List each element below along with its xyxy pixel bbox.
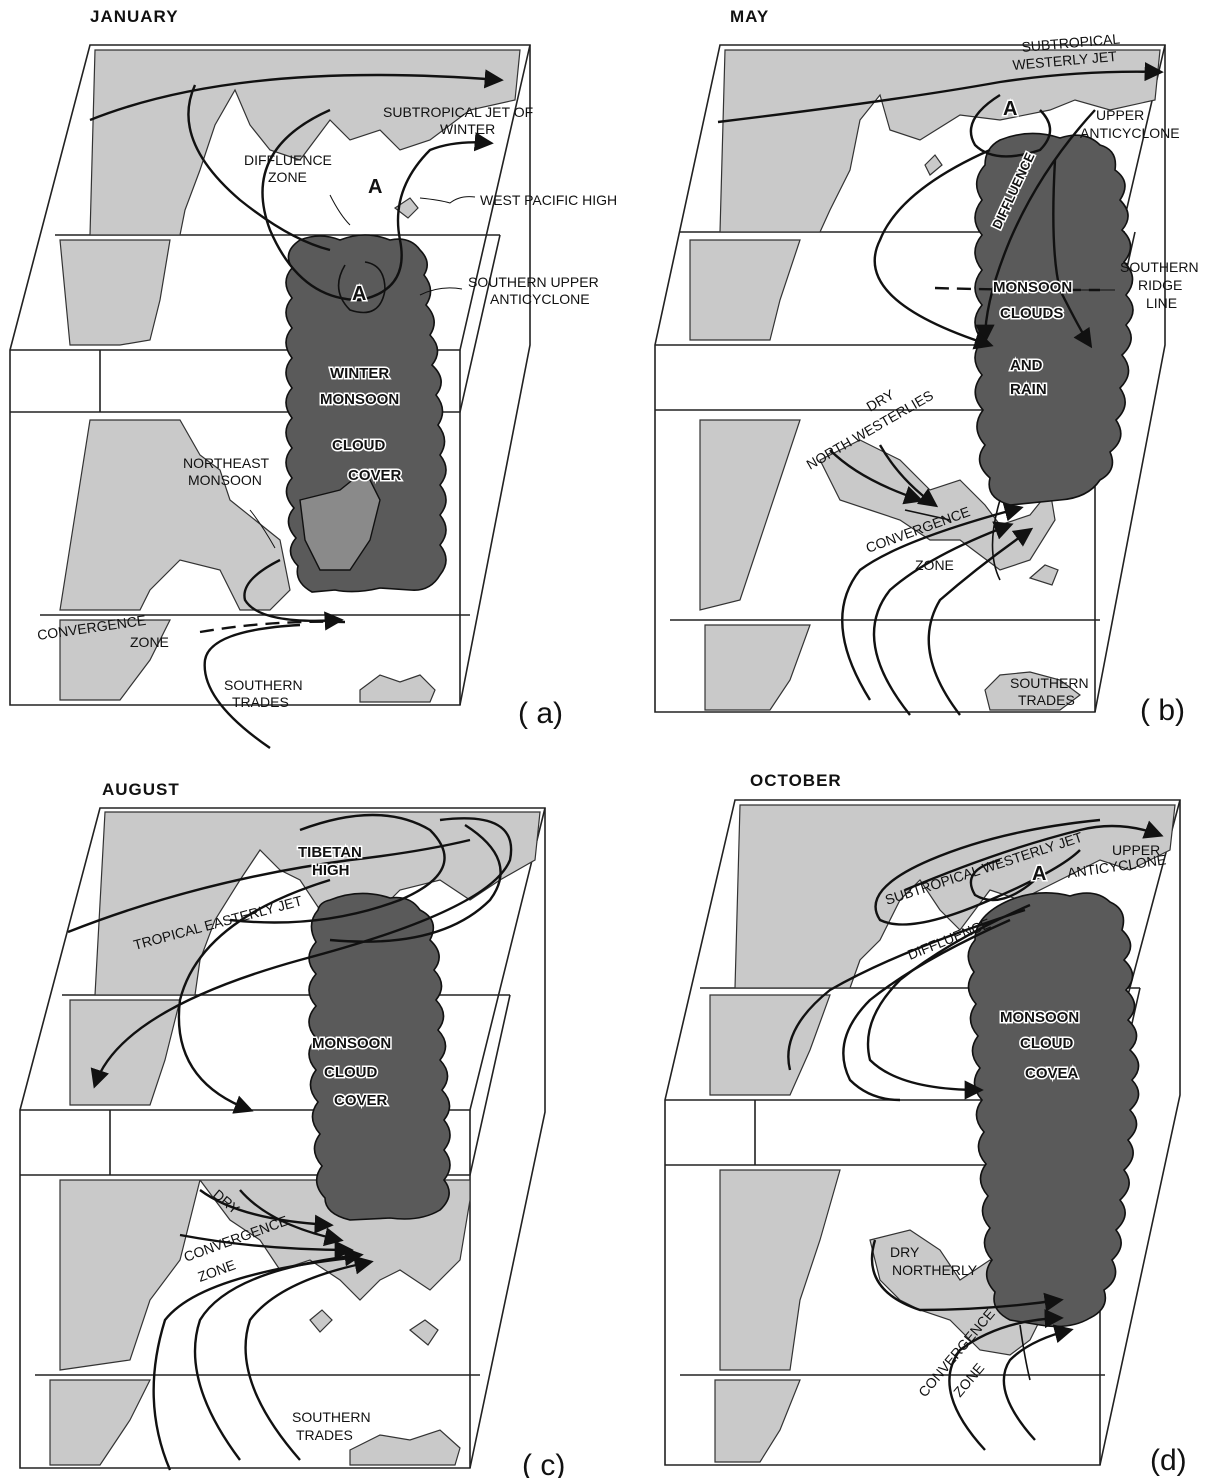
- panel-august: AUGUST: [20, 780, 565, 1478]
- label-southern-trades: SOUTHERN: [224, 677, 303, 693]
- label-southern-upper: SOUTHERN UPPER: [468, 274, 599, 290]
- label-high: HIGH: [312, 862, 350, 879]
- label-southern-trades: SOUTHERN: [1010, 675, 1089, 691]
- label-anticyclone-a-2: A: [352, 283, 366, 305]
- label-convergence-2: ZONE: [915, 557, 954, 573]
- label-west-pacific-high: WEST PACIFIC HIGH: [480, 192, 617, 208]
- label-cover: COVEA: [1025, 1065, 1079, 1082]
- panel-id-label: ( c): [522, 1449, 565, 1478]
- label-diffluence: DIFFLUENCE: [244, 152, 332, 168]
- panel-id-label: ( b): [1140, 694, 1185, 727]
- label-diffluence-2: ZONE: [268, 169, 307, 185]
- label-ridge: RIDGE: [1138, 277, 1182, 293]
- label-tibetan: TIBETAN: [298, 844, 362, 861]
- panel-may: MAY: [655, 7, 1199, 727]
- label-monsoon: MONSOON: [1000, 1009, 1079, 1026]
- label-cloud: CLOUD: [332, 437, 385, 454]
- label-southern: SOUTHERN: [1120, 259, 1199, 275]
- label-rain: RAIN: [1010, 381, 1047, 398]
- label-anticyclone: ANTICYCLONE: [1080, 125, 1180, 141]
- label-cover: COVER: [348, 467, 402, 484]
- label-clouds: CLOUDS: [1000, 305, 1063, 322]
- panel-id-label: ( a): [518, 697, 563, 730]
- label-southern-upper-2: ANTICYCLONE: [490, 291, 590, 307]
- label-southern-trades-2: TRADES: [1018, 692, 1075, 708]
- label-monsoon: MONSOON: [312, 1035, 391, 1052]
- label-cloud: CLOUD: [1020, 1035, 1073, 1052]
- label-subtropical-jet: SUBTROPICAL JET OF: [383, 104, 533, 120]
- label-anticyclone-a: A: [368, 176, 382, 198]
- label-southern-trades-2: TRADES: [296, 1427, 353, 1443]
- panel-month-title: AUGUST: [102, 780, 180, 799]
- label-monsoon: MONSOON: [320, 391, 399, 408]
- label-convergence-2: ZONE: [130, 634, 169, 650]
- panel-january: JANUARY: [10, 7, 617, 748]
- label-upper: UPPER: [1096, 107, 1144, 123]
- label-northeast-2: MONSOON: [188, 472, 262, 488]
- panel-month-title: MAY: [730, 7, 769, 26]
- panel-id-label: (d): [1150, 1444, 1187, 1477]
- panel-october: OCTOBER: [665, 771, 1187, 1477]
- label-southern-trades-2: TRADES: [232, 694, 289, 710]
- label-dry: DRY: [890, 1244, 920, 1260]
- label-cover: COVER: [334, 1092, 388, 1109]
- label-line: LINE: [1146, 295, 1177, 311]
- label-and: AND: [1010, 357, 1043, 374]
- label-monsoon: MONSOON: [993, 279, 1072, 296]
- label-southern-trades: SOUTHERN: [292, 1409, 371, 1425]
- label-anticyclone-a: A: [1032, 863, 1046, 885]
- label-northerly: NORTHERLY: [892, 1262, 978, 1278]
- label-subtropical-jet-2: WINTER: [440, 121, 495, 137]
- label-winter: WINTER: [330, 365, 389, 382]
- panel-month-title: OCTOBER: [750, 771, 842, 790]
- label-cloud: CLOUD: [324, 1064, 377, 1081]
- monsoon-cloud-cover: [968, 893, 1138, 1327]
- label-anticyclone-a: A: [1003, 98, 1017, 120]
- panel-month-title: JANUARY: [90, 7, 179, 26]
- label-northeast: NORTHEAST: [183, 455, 270, 471]
